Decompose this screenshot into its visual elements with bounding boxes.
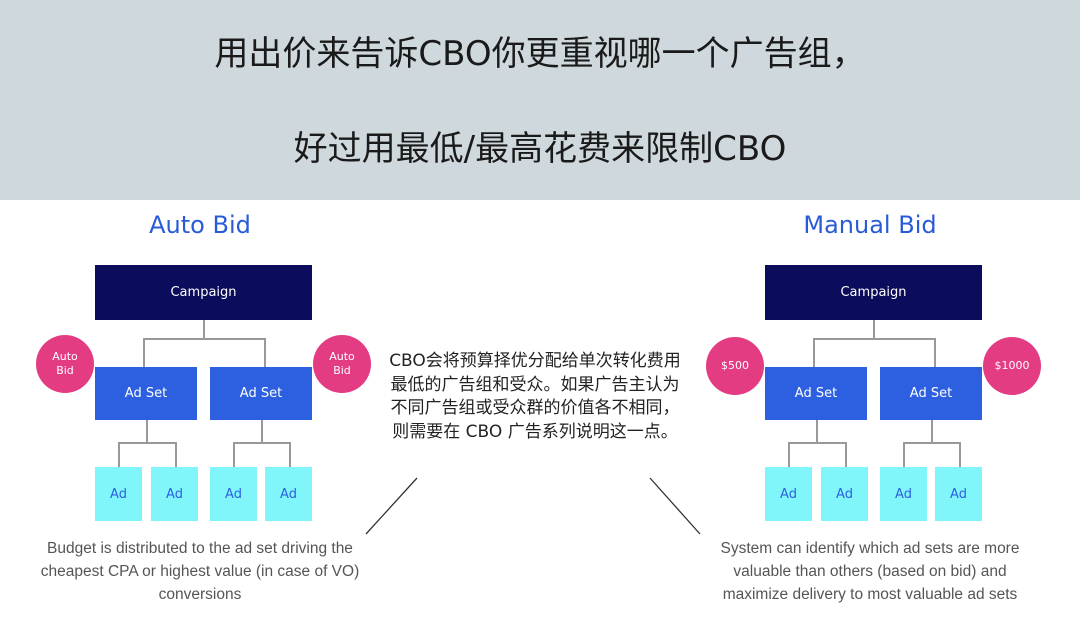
connector-line [146,420,148,442]
bid-badge-left: Auto Bid [36,335,94,393]
connector-line [261,420,263,442]
connector-line [118,442,120,467]
bid-badge-right: $1000 [983,337,1041,395]
campaign-box: Campaign [95,265,312,320]
connector-line [813,338,815,367]
ad-set-box: Ad Set [765,367,867,420]
manual-caption: System can identify which ad sets are mo… [720,540,1020,603]
ad-box: Ad [765,467,812,521]
connector-line [143,338,265,340]
ad-box: Ad [95,467,142,521]
campaign-box: Campaign [765,265,982,320]
connector-line [264,338,266,367]
ad-box: Ad [210,467,257,521]
connector-line [118,442,175,444]
pointer-line-left [365,477,418,535]
bid-badge-left: $500 [706,337,764,395]
header-banner: 用出价来告诉CBO你更重视哪一个广告组， 好过用最低/最高花费来限制CBO [0,0,1080,200]
ad-box: Ad [880,467,927,521]
connector-line [903,442,959,444]
header-line-2: 好过用最低/最高花费来限制CBO [293,129,787,169]
connector-line [233,442,235,467]
connector-line [175,442,177,467]
ad-box: Ad [935,467,982,521]
ad-set-box: Ad Set [210,367,312,420]
auto-caption: Budget is distributed to the ad set driv… [40,540,360,603]
bid-badge-right: Auto Bid [313,335,371,393]
header-line-1: 用出价来告诉CBO你更重视哪一个广告组， [214,34,866,74]
connector-line [233,442,289,444]
connector-line [959,442,961,467]
connector-line [931,420,933,442]
connector-line [143,338,145,367]
connector-line [289,442,291,467]
ad-set-box: Ad Set [880,367,982,420]
connector-line [816,420,818,442]
ad-set-box: Ad Set [95,367,197,420]
connector-line [788,442,790,467]
middle-note: CBO会将预算择优分配给单次转化费用最低的广告组和受众。如果广告主认为不同广告组… [389,351,681,442]
pointer-line-right [649,477,701,535]
connector-line [813,338,935,340]
connector-line [934,338,936,367]
connector-line [203,320,205,339]
ad-box: Ad [821,467,868,521]
connector-line [845,442,847,467]
connector-line [788,442,845,444]
auto-bid-title: Auto Bid [149,211,251,239]
connector-line [873,320,875,339]
ad-box: Ad [265,467,312,521]
ad-box: Ad [151,467,198,521]
manual-bid-title: Manual Bid [803,211,937,239]
connector-line [903,442,905,467]
